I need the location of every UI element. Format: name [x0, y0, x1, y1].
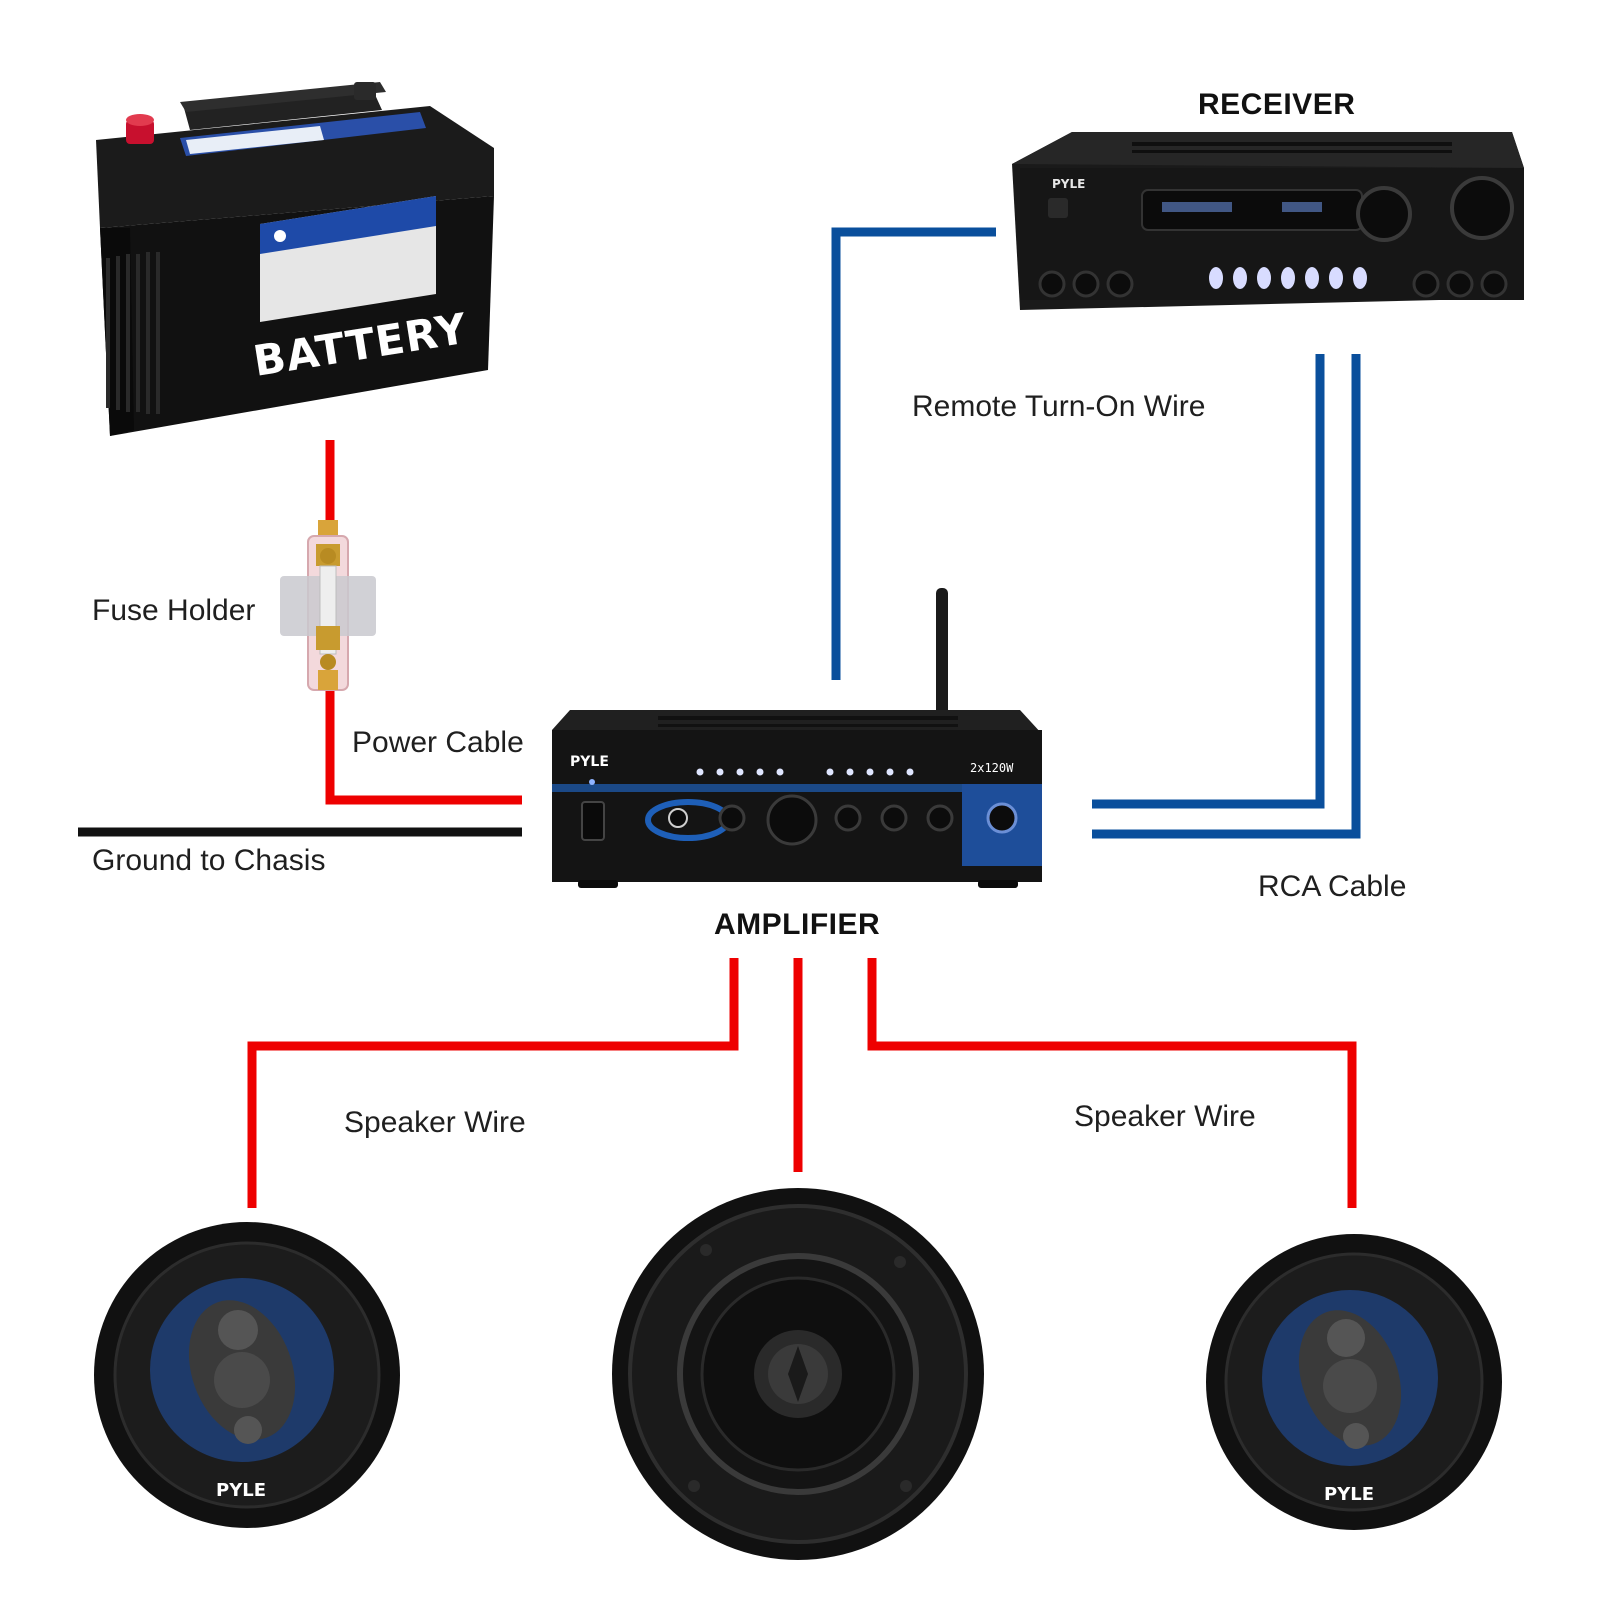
remote-turn-on-label: Remote Turn-On Wire — [912, 390, 1206, 423]
fuse-holder-image — [280, 520, 376, 691]
speaker-right-image: PYLE — [1206, 1234, 1502, 1530]
receiver-title: RECEIVER — [1198, 88, 1356, 121]
amplifier-brand: PYLE — [570, 754, 609, 770]
amplifier-title: AMPLIFIER — [714, 908, 881, 941]
amplifier-image: PYLE 2x120W — [552, 588, 1042, 888]
receiver-brand: PYLE — [1052, 177, 1085, 191]
power-cable — [325, 690, 522, 805]
speaker-wire-right — [867, 958, 1357, 1208]
rca-cable-right — [1092, 354, 1361, 839]
rca-cable-left — [1092, 354, 1325, 809]
speaker-wire-left — [247, 958, 739, 1208]
fuse-holder-label: Fuse Holder — [92, 594, 256, 627]
battery-image: BATTERY — [96, 82, 494, 436]
speaker-wire-left-label: Speaker Wire — [344, 1106, 526, 1139]
speaker-right-brand: PYLE — [1324, 1484, 1374, 1505]
power-cable-label: Power Cable — [352, 726, 524, 759]
speaker-left-brand: PYLE — [216, 1480, 266, 1501]
speaker-left-image: PYLE — [94, 1222, 400, 1528]
amplifier-rating: 2x120W — [970, 761, 1014, 775]
ground-label: Ground to Chasis — [92, 844, 326, 877]
speaker-center-image — [612, 1188, 984, 1560]
speaker-wire-right-label: Speaker Wire — [1074, 1100, 1256, 1133]
rca-cable-label: RCA Cable — [1258, 870, 1407, 903]
receiver-image: PYLE — [1012, 132, 1524, 310]
remote-turn-on-wire — [831, 227, 996, 680]
